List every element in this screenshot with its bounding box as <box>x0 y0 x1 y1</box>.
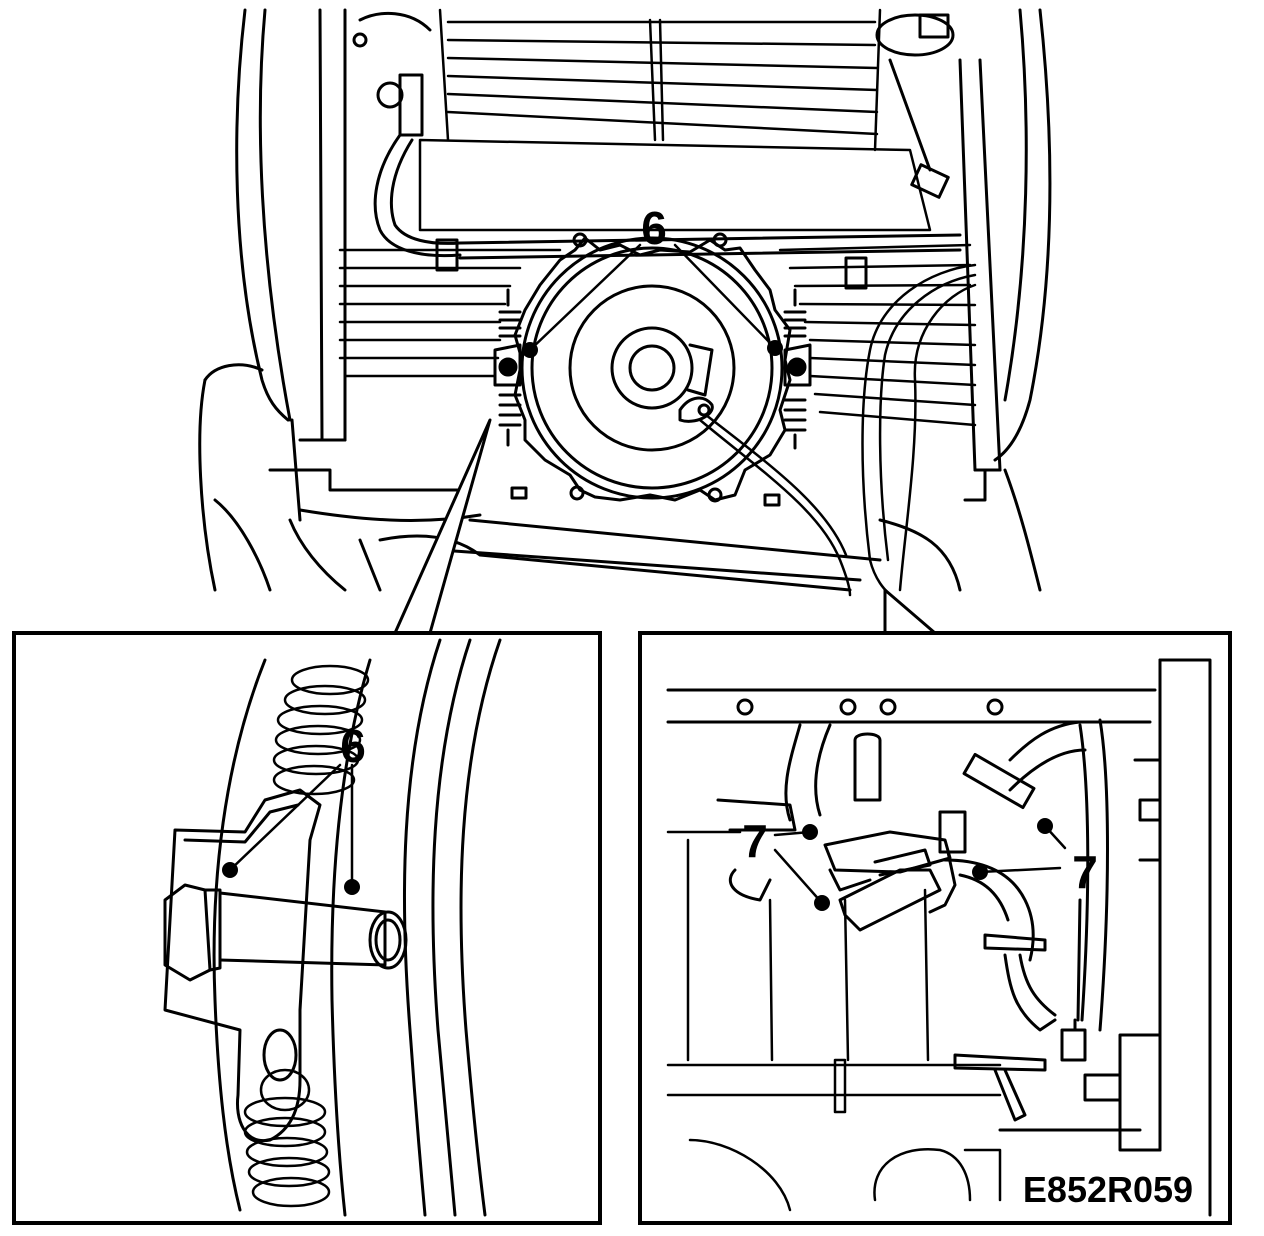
callout-label-inset-left: 6 <box>340 720 366 772</box>
inset-right: 7 7 E852R059 <box>638 631 1232 1225</box>
sensor-top-right <box>875 13 955 199</box>
body-panel-right <box>958 8 1052 592</box>
radiator-top <box>418 8 932 232</box>
cooling-fan-motor <box>513 232 792 503</box>
callout-label-inset-right-right: 7 <box>1072 846 1098 898</box>
callout-dot-right <box>767 340 783 356</box>
callout-dot-bracket <box>222 862 238 878</box>
callout-label-inset-right-left: 7 <box>742 815 768 867</box>
callout-dot-connector-c <box>1037 818 1053 834</box>
fan-wiring <box>698 263 977 597</box>
spring-upper <box>272 664 370 796</box>
inset-left: 6 <box>12 631 602 1225</box>
sensor-top-left <box>352 11 432 137</box>
callout-dot-connector-b <box>814 895 830 911</box>
fan-shroud-rim <box>212 638 502 1217</box>
fan-mount-right <box>783 288 812 450</box>
zoom-pointer-right <box>883 588 937 635</box>
lower-crossmember <box>288 486 962 592</box>
fan-mount-left <box>493 288 522 447</box>
bracket-slot <box>262 1028 298 1082</box>
spring-lower <box>243 1068 331 1208</box>
callout-dot-bolt <box>344 879 360 895</box>
main-view <box>198 8 1052 635</box>
lower-fittings <box>953 898 1162 1152</box>
coolant-hose-left <box>373 133 962 290</box>
radiator-fins <box>338 243 977 427</box>
mount-bracket <box>163 788 322 1143</box>
mount-bolt <box>163 883 408 982</box>
radiator-core <box>666 830 1002 1212</box>
callout-leader-inset-left <box>228 763 354 887</box>
zoom-pointer-left <box>393 418 492 635</box>
callout-label-main: 6 <box>641 202 667 254</box>
callout-leader-main <box>528 243 777 352</box>
callout-dot-left <box>522 342 538 358</box>
figure-code: E852R059 <box>1023 1169 1193 1210</box>
body-panel-left <box>198 8 472 592</box>
top-rail <box>666 688 1157 724</box>
hose-upper <box>784 720 1087 822</box>
callout-dot-connector-a <box>802 824 818 840</box>
callout-dot-connector-d <box>972 864 988 880</box>
